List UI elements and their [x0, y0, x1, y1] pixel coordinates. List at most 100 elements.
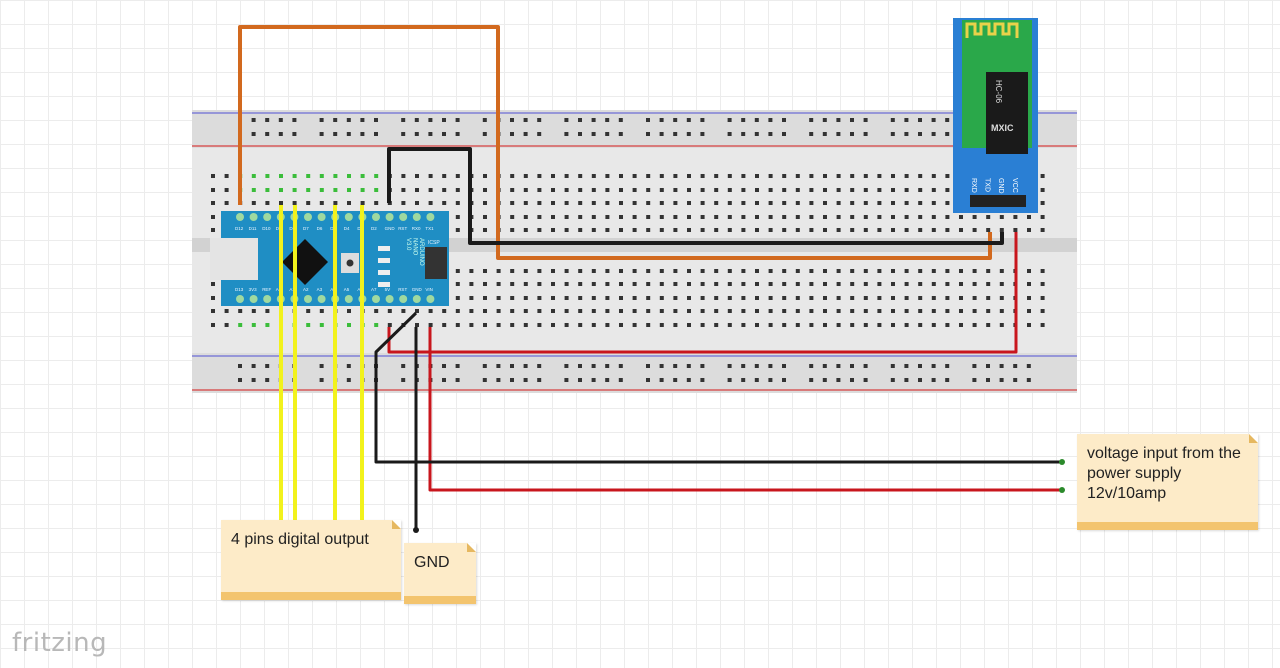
- hole: [319, 188, 324, 192]
- hole: [768, 228, 773, 232]
- rail-hole: [564, 118, 569, 122]
- hole: [755, 296, 759, 300]
- hole: [646, 282, 651, 286]
- hole: [931, 323, 936, 327]
- note-gnd[interactable]: GND: [404, 543, 476, 604]
- hole: [931, 201, 936, 205]
- hole: [714, 269, 719, 273]
- hole: [564, 201, 569, 205]
- reset-button: [346, 259, 354, 267]
- hole: [455, 201, 460, 205]
- hole: [891, 269, 895, 273]
- hole: [1040, 188, 1045, 192]
- hole: [850, 309, 855, 313]
- arduino-pin: [304, 295, 312, 303]
- hole: [510, 309, 515, 313]
- rail-hole: [945, 378, 950, 382]
- hole: [904, 269, 909, 273]
- hole: [306, 309, 311, 313]
- hole: [823, 174, 827, 178]
- board-label: ARDUINONANOV3.0: [405, 238, 424, 266]
- rail-hole: [646, 132, 650, 136]
- hole: [904, 201, 909, 205]
- hole: [333, 201, 338, 205]
- hole: [850, 282, 855, 286]
- note-power-input[interactable]: voltage input from the power supply 12v/…: [1077, 434, 1258, 530]
- hole: [727, 174, 732, 178]
- wires: [238, 25, 1065, 533]
- hole: [605, 201, 610, 205]
- rail-hole: [809, 378, 814, 382]
- hole: [850, 215, 855, 219]
- rail-hole: [972, 378, 977, 382]
- hole: [632, 215, 637, 219]
- hole: [551, 228, 555, 232]
- hole: [251, 188, 256, 192]
- hole: [510, 201, 515, 205]
- hole: [863, 323, 868, 327]
- rail-hole: [918, 132, 922, 136]
- rail-hole: [741, 364, 746, 368]
- rail-hole: [537, 118, 542, 122]
- hole: [673, 296, 678, 300]
- rail-hole: [564, 378, 569, 382]
- rail-hole: [673, 132, 678, 136]
- rail-hole: [414, 118, 419, 122]
- rail-hole: [591, 378, 596, 382]
- rail-hole: [251, 132, 256, 136]
- hole: [877, 201, 882, 205]
- hole: [483, 309, 487, 313]
- hole: [455, 323, 460, 327]
- hole: [809, 228, 814, 232]
- hole: [809, 282, 814, 286]
- hole: [251, 201, 256, 205]
- rail-hole: [482, 132, 487, 136]
- rail-hole: [782, 118, 786, 122]
- hole: [755, 269, 759, 273]
- hole: [755, 201, 759, 205]
- rail-hole: [754, 118, 759, 122]
- hole: [564, 282, 569, 286]
- hole: [850, 323, 855, 327]
- rail-hole: [442, 118, 446, 122]
- hole: [687, 269, 691, 273]
- hole: [904, 188, 909, 192]
- rail-hole: [768, 378, 773, 382]
- rail-hole: [904, 378, 909, 382]
- hole: [659, 323, 664, 327]
- rail-hole: [741, 378, 746, 382]
- arduino-pin: [412, 295, 421, 303]
- hole: [836, 215, 841, 219]
- hole: [496, 296, 501, 300]
- arduino-pin: [317, 295, 326, 303]
- hole: [741, 201, 746, 205]
- hole: [306, 323, 311, 327]
- pin-label: A1: [289, 287, 295, 292]
- hole: [374, 201, 379, 205]
- hole: [782, 215, 787, 219]
- hole: [836, 228, 841, 232]
- hole: [836, 269, 841, 273]
- hole: [755, 309, 759, 313]
- hole: [782, 228, 787, 232]
- hole: [551, 323, 555, 327]
- hole: [782, 323, 787, 327]
- rail-hole: [455, 378, 460, 382]
- arduino-pin: [236, 295, 244, 303]
- note-digital-output[interactable]: 4 pins digital output: [221, 520, 401, 600]
- hole: [863, 174, 868, 178]
- hole: [646, 228, 651, 232]
- rail-hole: [850, 132, 854, 136]
- rail-hole: [238, 364, 242, 368]
- hole: [836, 282, 841, 286]
- hole: [319, 309, 324, 313]
- hole: [319, 174, 324, 178]
- hole: [809, 309, 814, 313]
- hole: [483, 228, 487, 232]
- hole: [578, 188, 583, 192]
- hole: [564, 269, 569, 273]
- hole: [809, 296, 814, 300]
- hole: [537, 296, 542, 300]
- hole: [687, 282, 691, 286]
- rail-hole: [278, 132, 283, 136]
